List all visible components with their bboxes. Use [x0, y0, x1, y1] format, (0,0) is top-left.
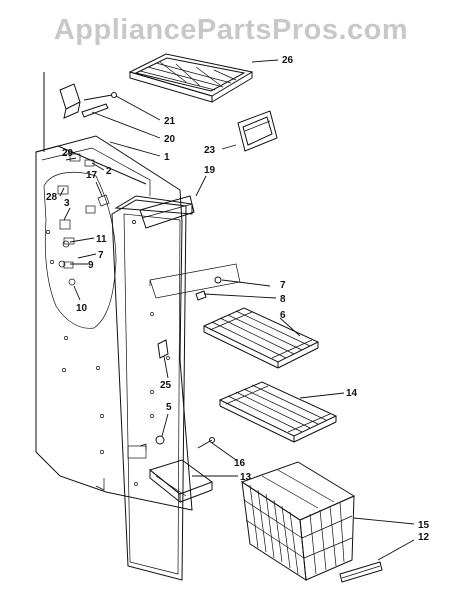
- callout-15: 15: [418, 520, 430, 531]
- callout-19: 19: [204, 165, 216, 176]
- callout-7b: 7: [280, 280, 286, 291]
- callout-3: 3: [64, 198, 70, 209]
- callout-23: 23: [204, 145, 216, 156]
- part-1-freezer-liner: [35, 72, 193, 511]
- part-15-wire-basket: [240, 461, 356, 581]
- callout-1: 1: [164, 152, 170, 163]
- part-6-wire-shelf: [202, 307, 320, 369]
- part-19-face-frame: [111, 195, 241, 581]
- callout-21: 21: [164, 116, 176, 127]
- watermark-text: AppliancePartsPros.com: [53, 14, 409, 46]
- control-components: [57, 153, 110, 286]
- part-13-bottom-guard: [148, 459, 214, 504]
- callout-26: 26: [282, 55, 294, 66]
- part-16-screw: [197, 437, 215, 449]
- callout-labels: 26 21 20 1 23 29 2 17 19 3 28 11 7 9 10 …: [46, 55, 430, 543]
- callout-6: 6: [280, 310, 286, 321]
- callout-9: 9: [88, 260, 94, 271]
- callout-11: 11: [96, 234, 107, 245]
- callout-28: 28: [46, 192, 58, 203]
- leader-lines: [59, 59, 415, 561]
- part-7-8-supports: [195, 276, 222, 301]
- callout-20: 20: [164, 134, 176, 145]
- callout-10: 10: [76, 303, 88, 314]
- callout-29: 29: [62, 148, 74, 159]
- callout-5: 5: [166, 402, 172, 413]
- callout-12: 12: [418, 532, 430, 543]
- part-14-wire-shelf: [218, 381, 338, 443]
- part-26-top-shelf: [128, 53, 254, 103]
- callout-25: 25: [160, 380, 172, 391]
- callout-2: 2: [106, 166, 112, 177]
- callout-14: 14: [346, 388, 358, 399]
- callout-16: 16: [234, 458, 246, 469]
- part-23-cover: [237, 110, 278, 152]
- callout-7a: 7: [98, 250, 104, 261]
- callout-17: 17: [86, 170, 98, 181]
- part-12-basket-front: [339, 561, 383, 583]
- callout-13: 13: [240, 472, 252, 483]
- part-20-21-brackets: [59, 83, 117, 119]
- callout-8: 8: [280, 294, 286, 305]
